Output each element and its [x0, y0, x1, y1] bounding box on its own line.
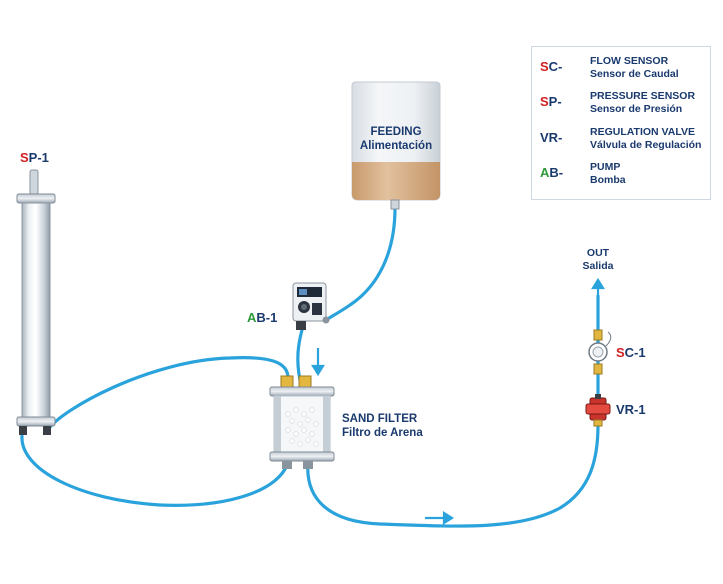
legend-text-en: PUMP: [590, 161, 621, 173]
legend-text: PUMP Bomba: [590, 161, 626, 187]
legend-code-rest: C-: [548, 59, 563, 74]
pipe-column-bottom-to-filter: [20, 434, 290, 507]
column-sp1: [16, 169, 56, 435]
legend-code-initial: A: [540, 165, 550, 180]
legend-box: SC- FLOW SENSOR Sensor de Caudal SP- PRE…: [531, 46, 711, 200]
legend-code-initial: S: [540, 59, 549, 74]
vr1-tag-initial: V: [616, 402, 625, 417]
legend-text-en: PRESSURE SENSOR: [590, 90, 696, 102]
legend-text: REGULATION VALVE Válvula de Regulación: [590, 126, 701, 152]
legend-text-es: Sensor de Presión: [590, 103, 683, 116]
valve-vr1: [585, 394, 611, 427]
pipe-feed-to-pump: [324, 206, 397, 322]
pump-ab1: [292, 282, 330, 330]
legend-code: SP-: [540, 94, 562, 109]
sand-bed: [285, 407, 319, 447]
legend-text-es: Válvula de Regulación: [590, 139, 702, 152]
legend-text-en: REGULATION VALVE: [590, 126, 695, 138]
sand-filter: [269, 375, 335, 469]
sc1-tag-rest: C-1: [624, 345, 646, 360]
feed-liquid: [352, 162, 440, 200]
vr1-tag-rest: R-1: [624, 402, 646, 417]
sand-filter-label-en: SAND FILTER: [342, 413, 418, 425]
sp1-tag-rest: P-1: [28, 150, 49, 165]
ab1-tag-initial: A: [247, 310, 257, 325]
ab1-tag: AB-1: [247, 310, 277, 325]
vr1-tag: VR-1: [616, 402, 646, 417]
out-label-en: OUT: [586, 247, 610, 259]
ab1-tag-rest: B-1: [256, 310, 278, 325]
legend-text-en: FLOW SENSOR: [590, 55, 669, 67]
pipe-filter-to-out: [306, 423, 600, 528]
legend-text: PRESSURE SENSOR Sensor de Presión: [590, 90, 695, 116]
feeding-label-es: Alimentación: [359, 139, 433, 152]
feeding-label: FEEDING Alimentación: [350, 126, 442, 154]
feeding-tank: [351, 81, 441, 210]
pipe-pump-to-filter: [296, 328, 304, 382]
flow-arrows: [311, 277, 605, 525]
legend-code: SC-: [540, 59, 562, 74]
legend-code-rest: P-: [548, 94, 562, 109]
out-label: OUT Salida: [572, 247, 624, 272]
legend-code: VR-: [540, 130, 562, 145]
legend-code: AB-: [540, 165, 563, 180]
legend-code-rest: B-: [549, 165, 564, 180]
sp1-tag: SP-1: [20, 150, 49, 165]
legend-text: FLOW SENSOR Sensor de Caudal: [590, 55, 679, 81]
sand-filter-label: SAND FILTER Filtro de Arena: [342, 413, 423, 441]
legend-code-rest: R-: [548, 130, 563, 145]
sc1-tag-initial: S: [616, 345, 625, 360]
out-label-es: Salida: [582, 259, 614, 272]
pipes: [20, 206, 600, 528]
flow-sensor-sc1: [588, 329, 612, 375]
sp1-tag-initial: S: [20, 150, 29, 165]
legend-text-es: Sensor de Caudal: [590, 68, 679, 81]
pipe-column-to-filter: [46, 356, 290, 432]
sand-filter-label-es: Filtro de Arena: [342, 426, 423, 439]
legend-code-initial: S: [540, 94, 549, 109]
sc1-tag: SC-1: [616, 345, 646, 360]
legend-text-es: Bomba: [590, 174, 626, 187]
legend-code-initial: V: [540, 130, 549, 145]
feeding-label-en: FEEDING: [370, 126, 422, 138]
